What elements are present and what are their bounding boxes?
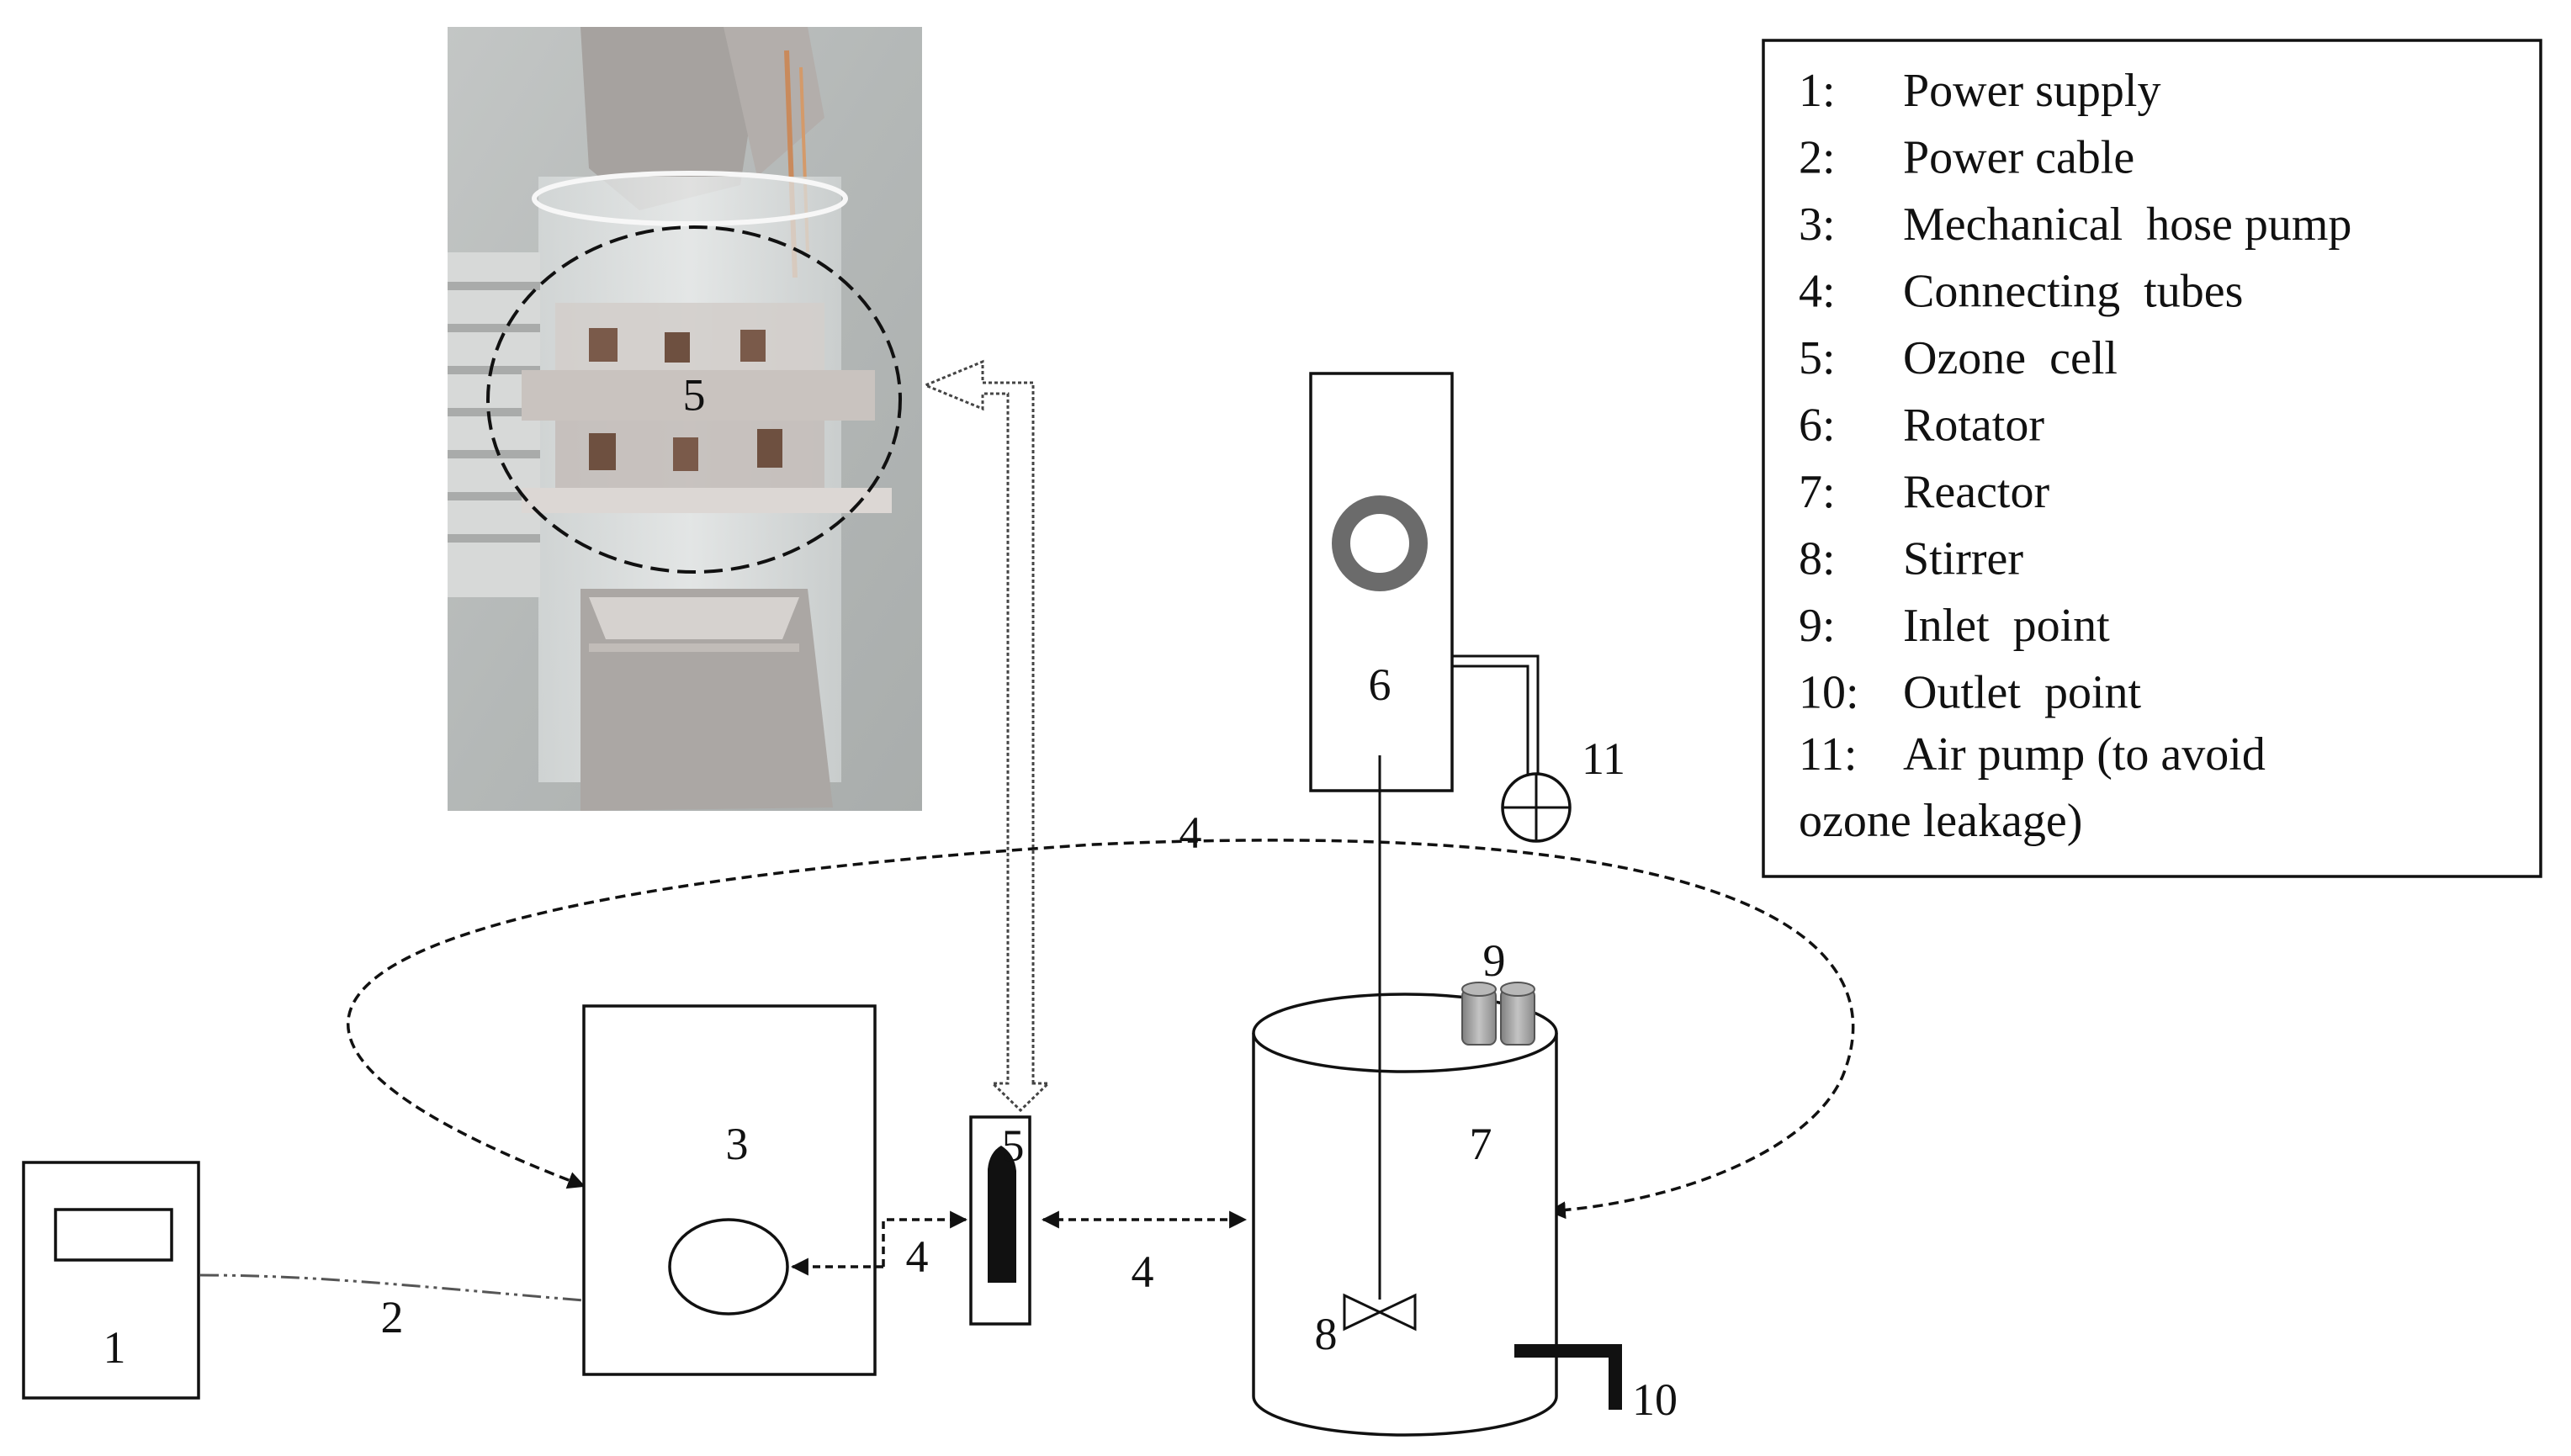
legend-text-5: Ozone cell bbox=[1903, 332, 2118, 384]
legend-num-4: 4: bbox=[1799, 266, 1836, 318]
legend-text-9: Inlet point bbox=[1903, 600, 2110, 652]
legend-text-2: Power cable bbox=[1903, 132, 2134, 184]
legend-text-11-line2: ozone leakage) bbox=[1799, 795, 2082, 847]
power-supply-label: 1 bbox=[103, 1322, 126, 1373]
legend-text-8: Stirrer bbox=[1903, 533, 2023, 585]
pump-label: 3 bbox=[726, 1119, 749, 1169]
inlet-point: 9 bbox=[1461, 935, 1535, 1046]
legend-text-6: Rotator bbox=[1903, 400, 2044, 452]
air-pump: 11 bbox=[1501, 733, 1625, 843]
legend-box: 1: Power supply 2: Power cable 3: Mechanical … bbox=[1762, 39, 2542, 878]
power-cable: 2 bbox=[199, 1273, 585, 1342]
ozone-cell: 5 bbox=[969, 1115, 1031, 1326]
tube-cell-reactor-label: 4 bbox=[1132, 1247, 1154, 1297]
legend-num-2: 2: bbox=[1799, 132, 1836, 184]
connecting-tube-loop: 4 bbox=[346, 807, 1855, 1220]
legend-num-6: 6: bbox=[1799, 400, 1836, 452]
connecting-tube-cell-reactor: 4 bbox=[1041, 1210, 1248, 1297]
stirrer: 8 bbox=[1315, 1293, 1417, 1359]
inlet-label: 9 bbox=[1483, 935, 1506, 986]
legend-num-1: 1: bbox=[1799, 65, 1836, 117]
legend-text-1: Power supply bbox=[1903, 65, 2160, 117]
power-cable-label: 2 bbox=[381, 1292, 404, 1342]
legend-text-3: Mechanical hose pump bbox=[1903, 199, 2351, 251]
air-pump-label: 11 bbox=[1582, 733, 1625, 784]
thread-fitting bbox=[448, 252, 540, 597]
legend-num-5: 5: bbox=[1799, 332, 1836, 384]
ozone-cell-photo: 5 bbox=[448, 27, 922, 811]
legend-text-11-line1: Air pump (to avoid bbox=[1903, 728, 2266, 781]
rotator: 6 bbox=[1309, 372, 1540, 792]
ozone-cell-label: 5 bbox=[1002, 1120, 1025, 1171]
rotator-label: 6 bbox=[1369, 659, 1392, 710]
legend-num-7: 7: bbox=[1799, 466, 1836, 518]
hose-pump: 3 bbox=[582, 1004, 877, 1376]
legend-num-10: 10: bbox=[1799, 667, 1859, 719]
power-supply-display bbox=[54, 1208, 173, 1262]
tube-loop-label: 4 bbox=[1179, 807, 1202, 858]
connecting-tube-pump-cell: 4 bbox=[790, 1210, 968, 1282]
reactor: 7 bbox=[1252, 993, 1558, 1437]
stirrer-label: 8 bbox=[1315, 1309, 1338, 1359]
legend-num-8: 8: bbox=[1799, 533, 1836, 585]
legend-text-4: Connecting tubes bbox=[1903, 266, 2243, 318]
power-supply: 1 bbox=[22, 1161, 200, 1400]
rotator-knob bbox=[1332, 495, 1428, 591]
outlet-point: 10 bbox=[1514, 1344, 1678, 1425]
legend-text-7: Reactor bbox=[1903, 466, 2049, 518]
legend-num-9: 9: bbox=[1799, 600, 1836, 652]
cell-highlight-ellipse bbox=[486, 225, 902, 574]
outlet-label: 10 bbox=[1632, 1374, 1678, 1425]
tube-pump-cell-label: 4 bbox=[906, 1231, 929, 1282]
legend-num-11: 11: bbox=[1799, 728, 1857, 781]
photo-cell-label: 5 bbox=[683, 369, 706, 420]
zoom-pointer-arrow bbox=[922, 359, 1052, 1113]
pump-head bbox=[668, 1218, 789, 1316]
ozone-cell-body bbox=[988, 1146, 1016, 1283]
electrode-plates bbox=[522, 303, 892, 513]
reactor-label: 7 bbox=[1470, 1119, 1492, 1169]
legend-text-10: Outlet point bbox=[1903, 667, 2142, 719]
legend-num-3: 3: bbox=[1799, 199, 1836, 251]
